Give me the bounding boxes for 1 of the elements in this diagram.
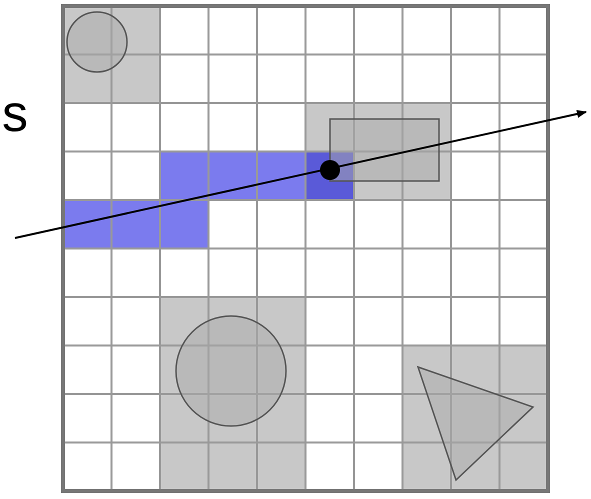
text-label: s xyxy=(2,86,28,142)
